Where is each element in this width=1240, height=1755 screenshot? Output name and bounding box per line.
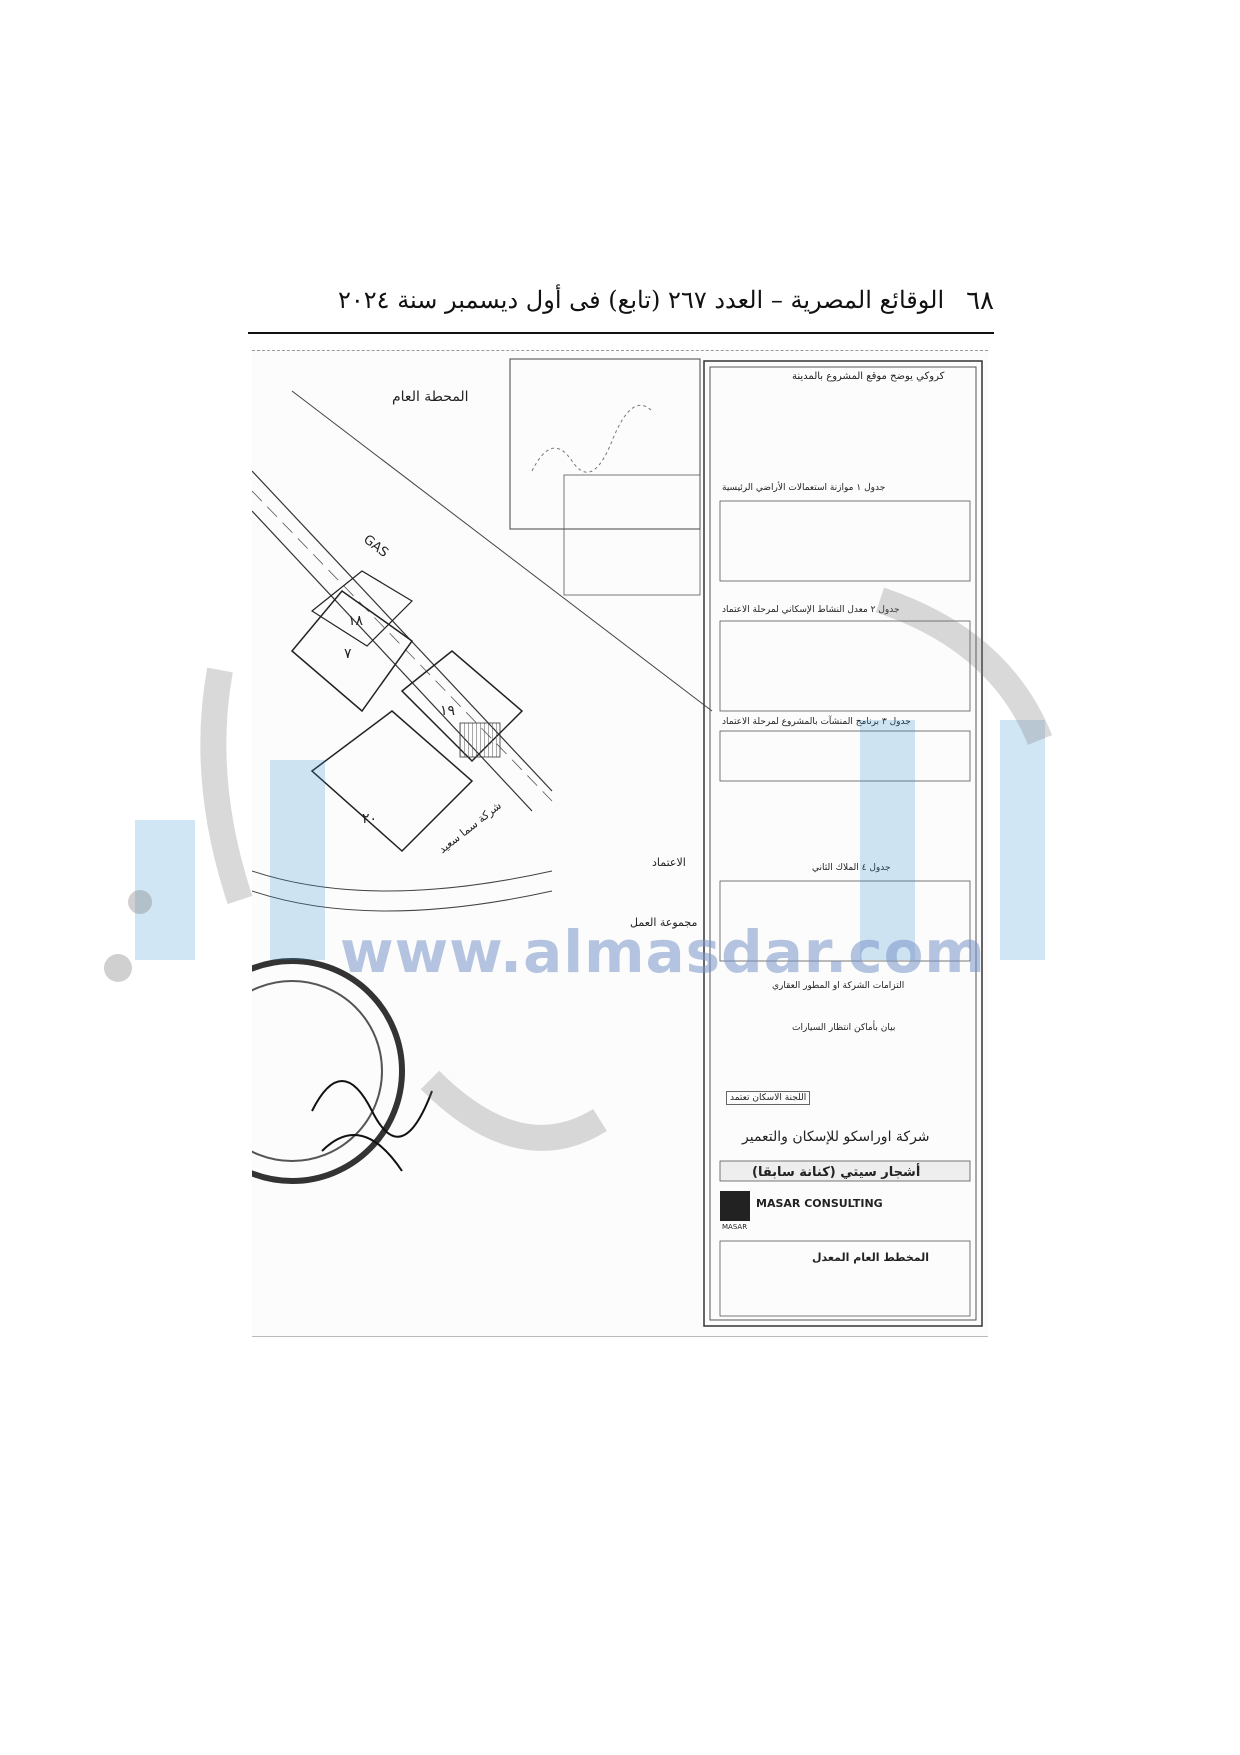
watermark-url: www.almasdar.com	[340, 918, 986, 986]
plan-drawing	[252, 358, 983, 1327]
consultant-short: MASAR	[722, 1223, 748, 1231]
table-3-title: جدول ٣ برنامج المنشآت بالمشروع لمرحلة ال…	[722, 717, 911, 727]
coordinates-table	[563, 474, 701, 596]
title-block-inner-frame	[709, 366, 977, 1321]
plot-18-outline	[310, 570, 413, 647]
location-sketch-frame	[509, 358, 701, 530]
company-name: شركة اوراسكو للإسكان والتعمير	[742, 1129, 930, 1145]
table-2-frame	[719, 620, 971, 712]
utilities-title: مجموعة العمل	[630, 916, 698, 929]
parking-title: بيان بأماكن انتظار السيارات	[792, 1023, 896, 1033]
obligations-title: التزامات الشركة او المطور العقاري	[772, 981, 905, 991]
table-1-frame	[719, 500, 971, 582]
location-note: كروكي يوضح موقع المشروع بالمدينة	[792, 371, 945, 382]
table-4-frame	[719, 880, 971, 962]
table-4-title: جدول ٤ الملاك الثاني	[812, 863, 891, 873]
header-rule	[248, 332, 994, 334]
project-name: أشجار سيتي (كنانة سابقا)	[752, 1165, 921, 1180]
plot-label-7: ٧	[344, 646, 352, 662]
top-plan-label: المحطة العام	[392, 389, 469, 405]
signature-mark	[311, 1080, 433, 1172]
table-2-title: جدول ٢ معدل النشاط الإسكاني لمرحلة الاعت…	[722, 605, 900, 615]
masar-logo	[720, 1191, 750, 1221]
page-header: ٦٨ الوقائع المصرية – العدد ٢٦٧ (تابع) فى…	[248, 284, 994, 324]
plot-20-outline	[310, 710, 474, 853]
notes-heading: الاعتماد	[652, 856, 686, 869]
plot-label-19: ١٩	[440, 703, 456, 719]
title-block-frame	[703, 360, 983, 1327]
signature-block	[719, 1240, 971, 1317]
header-title: الوقائع المصرية – العدد ٢٦٧ (تابع) فى أو…	[338, 286, 945, 314]
plot-7-outline	[290, 589, 414, 713]
scanned-plan: GAS ١٨ ٧ ١٩ ٢٠ المحطة العام شركة سما سعي…	[252, 350, 988, 1337]
approval-stamp: اللجنة الاسكان تعتمد	[726, 1091, 811, 1105]
table-3-frame	[719, 730, 971, 782]
drawing-title: المخطط العام المعدل	[812, 1251, 930, 1264]
plot-label-18: ١٨	[348, 613, 364, 629]
table-1-title: جدول ١ موازنة استعمالات الأراضي الرئيسية	[722, 483, 886, 493]
consultant-name: MASAR CONSULTING	[756, 1197, 883, 1210]
plot-label-20: ٢٠	[362, 811, 378, 827]
page-number: ٦٨	[966, 286, 994, 316]
plot-19-outline	[400, 650, 524, 763]
